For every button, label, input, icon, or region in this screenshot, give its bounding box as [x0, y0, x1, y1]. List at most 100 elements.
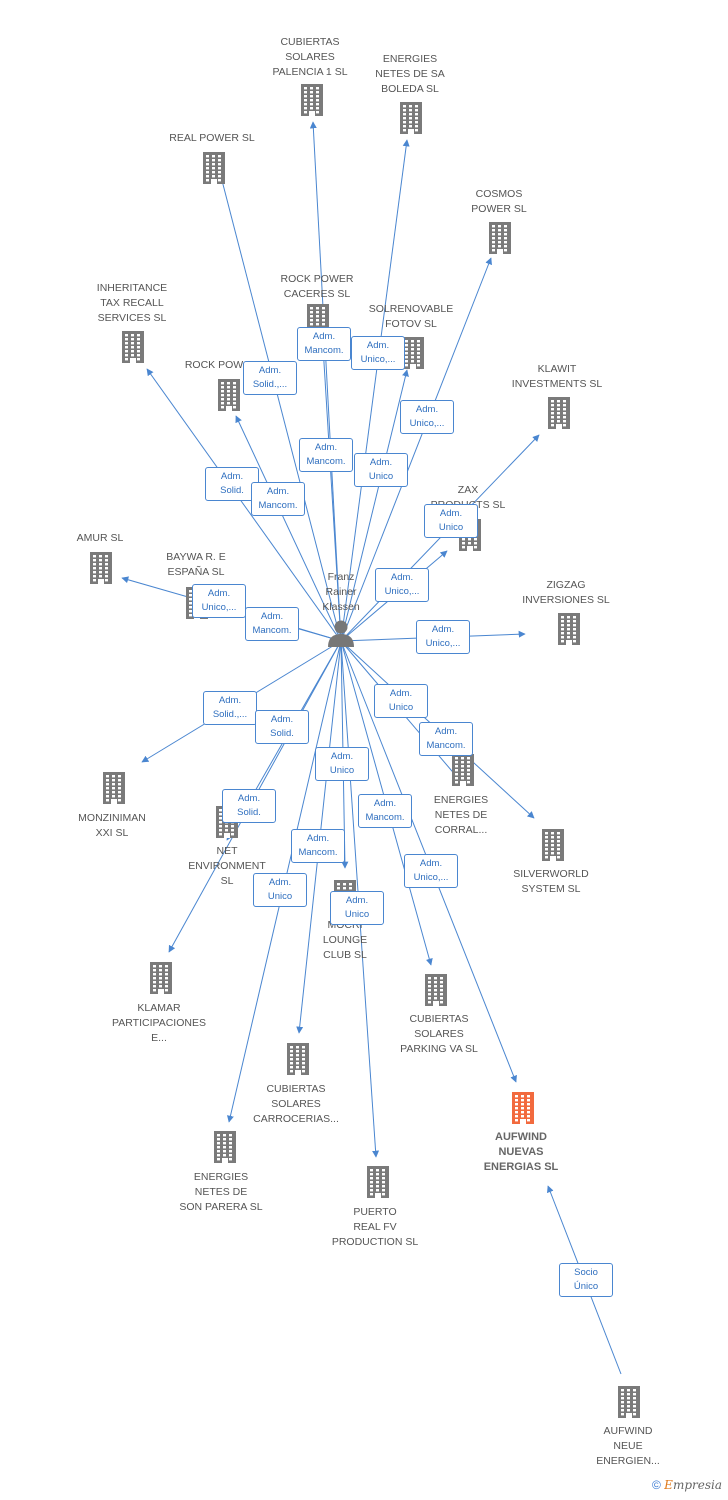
company-label-puerto-real[interactable]: PUERTO REAL FV PRODUCTION SL: [310, 1205, 440, 1250]
company-label-zigzag[interactable]: ZIGZAG INVERSIONES SL: [501, 578, 631, 608]
relation-label[interactable]: Adm. Unico,...: [192, 584, 246, 618]
company-name: ROCK POWER CACERES SL: [280, 273, 354, 300]
aufwind-neue-building-icon[interactable]: [615, 1386, 643, 1418]
company-label-cubiertas-carrocerias[interactable]: CUBIERTAS SOLARES CARROCERIAS...: [231, 1082, 361, 1127]
real-power-building-icon[interactable]: [200, 152, 228, 184]
company-label-rock-pow[interactable]: ROCK POW: [149, 358, 279, 373]
klawit-building-icon[interactable]: [545, 397, 573, 429]
energies-corral-building-icon[interactable]: [449, 754, 477, 786]
edge-person-to-energies-sa-boleda: [340, 139, 410, 642]
edge-person-to-real-power: [216, 164, 342, 642]
relation-label[interactable]: Adm. Unico: [253, 873, 307, 907]
company-name: PUERTO REAL FV PRODUCTION SL: [331, 1206, 419, 1248]
company-name: ENERGIES NETES DE SA BOLEDA SL: [375, 53, 445, 95]
company-label-rock-power-caceres[interactable]: ROCK POWER CACERES SL: [252, 272, 382, 302]
company-name: NET ENVIRONMENT SL: [188, 845, 266, 887]
copyright-icon: ©: [651, 1478, 661, 1492]
company-name: CUBIERTAS SOLARES PARKING VA SL: [400, 1013, 478, 1055]
aufwind-nuevas-building-icon[interactable]: [509, 1092, 537, 1124]
relation-label[interactable]: Adm. Unico,...: [404, 854, 458, 888]
zigzag-building-icon[interactable]: [555, 613, 583, 645]
relation-label[interactable]: Adm. Mancom.: [291, 829, 345, 863]
relation-label[interactable]: Adm. Mancom.: [419, 722, 473, 756]
cubiertas-parking-building-icon[interactable]: [422, 974, 450, 1006]
company-name: REAL POWER SL: [169, 132, 255, 144]
company-label-inheritance[interactable]: INHERITANCE TAX RECALL SERVICES SL: [67, 281, 197, 326]
company-label-net-environment[interactable]: NET ENVIRONMENT SL: [162, 844, 292, 889]
company-name: AUFWIND NUEVAS ENERGIAS SL: [483, 1131, 559, 1173]
relation-label[interactable]: Adm. Solid.,...: [243, 361, 297, 395]
company-name: ROCK POW: [184, 359, 244, 371]
relation-label[interactable]: Adm. Solid.: [222, 789, 276, 823]
relation-label[interactable]: Adm. Solid.: [205, 467, 259, 501]
relation-label[interactable]: Socio Único: [559, 1263, 613, 1297]
relation-label[interactable]: Adm. Unico,...: [400, 400, 454, 434]
brand-logo: Empresia: [664, 1478, 722, 1492]
relation-label[interactable]: Adm. Unico,...: [351, 336, 405, 370]
relation-label[interactable]: Adm. Unico: [315, 747, 369, 781]
amur-building-icon[interactable]: [87, 552, 115, 584]
silverworld-building-icon[interactable]: [539, 829, 567, 861]
company-name: AUFWIND NEUE ENERGIEN...: [596, 1425, 660, 1467]
edge-person-to-cosmos-power: [340, 257, 492, 642]
company-label-cubiertas-parking[interactable]: CUBIERTAS SOLARES PARKING VA SL: [374, 1012, 504, 1057]
solrenovable-building-icon[interactable]: [399, 337, 427, 369]
cosmos-power-building-icon[interactable]: [486, 222, 514, 254]
relation-label[interactable]: Adm. Unico,...: [416, 620, 470, 654]
company-label-energies-corral[interactable]: ENERGIES NETES DE CORRAL...: [396, 793, 526, 838]
company-label-solrenovable[interactable]: SOLRENOVABLE FOTOV SL: [346, 302, 476, 332]
cubiertas-carrocerias-building-icon[interactable]: [284, 1043, 312, 1075]
company-name: CUBIERTAS SOLARES PALENCIA 1 SL: [272, 36, 348, 78]
relation-label[interactable]: Adm. Mancom.: [297, 327, 351, 361]
company-label-monziniman[interactable]: MONZINIMAN XXI SL: [47, 811, 177, 841]
company-label-aufwind-nuevas[interactable]: AUFWIND NUEVAS ENERGIAS SL: [456, 1130, 586, 1175]
company-label-klawit[interactable]: KLAWIT INVESTMENTS SL: [492, 362, 622, 392]
company-label-baywa[interactable]: BAYWA R. E ESPAÑA SL: [131, 550, 261, 580]
relation-label[interactable]: Adm. Unico,...: [375, 568, 429, 602]
monziniman-building-icon[interactable]: [100, 772, 128, 804]
inheritance-building-icon[interactable]: [119, 331, 147, 363]
edge-person-to-rock-pow: [235, 415, 342, 642]
person-icon: [328, 620, 354, 647]
edge-person-to-inheritance: [146, 368, 342, 642]
energies-son-parera-building-icon[interactable]: [211, 1131, 239, 1163]
footer-brand: © Empresia: [652, 1478, 722, 1492]
relation-label[interactable]: Adm. Mancom.: [299, 438, 353, 472]
company-label-aufwind-neue[interactable]: AUFWIND NEUE ENERGIEN...: [563, 1424, 693, 1469]
relation-label[interactable]: Adm. Unico: [354, 453, 408, 487]
company-label-real-power[interactable]: REAL POWER SL: [147, 131, 277, 146]
company-name: ENERGIES NETES DE SON PARERA SL: [179, 1171, 263, 1213]
company-label-amur[interactable]: AMUR SL: [35, 531, 165, 546]
puerto-real-building-icon[interactable]: [364, 1166, 392, 1198]
edge-person-to-cubiertas-solares-palencia: [309, 121, 342, 642]
company-label-cosmos-power[interactable]: COSMOS POWER SL: [434, 187, 564, 217]
rock-pow-building-icon[interactable]: [215, 379, 243, 411]
relation-label[interactable]: Adm. Unico: [424, 504, 478, 538]
person-label: Franz Rainer Klassen: [322, 571, 360, 613]
company-label-silverworld[interactable]: SILVERWORLD SYSTEM SL: [486, 867, 616, 897]
relation-label[interactable]: Adm. Mancom.: [358, 794, 412, 828]
company-label-energies-sa-boleda[interactable]: ENERGIES NETES DE SA BOLEDA SL: [345, 52, 475, 97]
company-name: AMUR SL: [76, 532, 124, 544]
energies-sa-boleda-building-icon[interactable]: [397, 102, 425, 134]
edge-person-to-solrenovable: [340, 369, 409, 642]
relation-label[interactable]: Adm. Unico: [374, 684, 428, 718]
company-name: MONZINIMAN XXI SL: [78, 812, 146, 839]
relation-label[interactable]: Adm. Mancom.: [251, 482, 305, 516]
relation-label[interactable]: Adm. Solid.,...: [203, 691, 257, 725]
company-label-klamar[interactable]: KLAMAR PARTICIPACIONES E...: [94, 1001, 224, 1046]
cubiertas-solares-palencia-building-icon[interactable]: [298, 84, 326, 116]
company-name: SOLRENOVABLE FOTOV SL: [368, 303, 454, 330]
company-name: ZIGZAG INVERSIONES SL: [522, 579, 610, 606]
company-label-cubiertas-solares-palencia[interactable]: CUBIERTAS SOLARES PALENCIA 1 SL: [245, 35, 375, 80]
company-name: KLAMAR PARTICIPACIONES E...: [112, 1002, 206, 1044]
klamar-building-icon[interactable]: [147, 962, 175, 994]
company-name: CUBIERTAS SOLARES CARROCERIAS...: [253, 1083, 339, 1125]
company-name: COSMOS POWER SL: [471, 188, 527, 215]
relation-label[interactable]: Adm. Solid.: [255, 710, 309, 744]
relation-label[interactable]: Adm. Unico: [330, 891, 384, 925]
relation-label[interactable]: Adm. Mancom.: [245, 607, 299, 641]
person-node[interactable]: Franz Rainer Klassen: [301, 570, 381, 647]
company-label-energies-son-parera[interactable]: ENERGIES NETES DE SON PARERA SL: [156, 1170, 286, 1215]
company-name: KLAWIT INVESTMENTS SL: [511, 363, 603, 390]
